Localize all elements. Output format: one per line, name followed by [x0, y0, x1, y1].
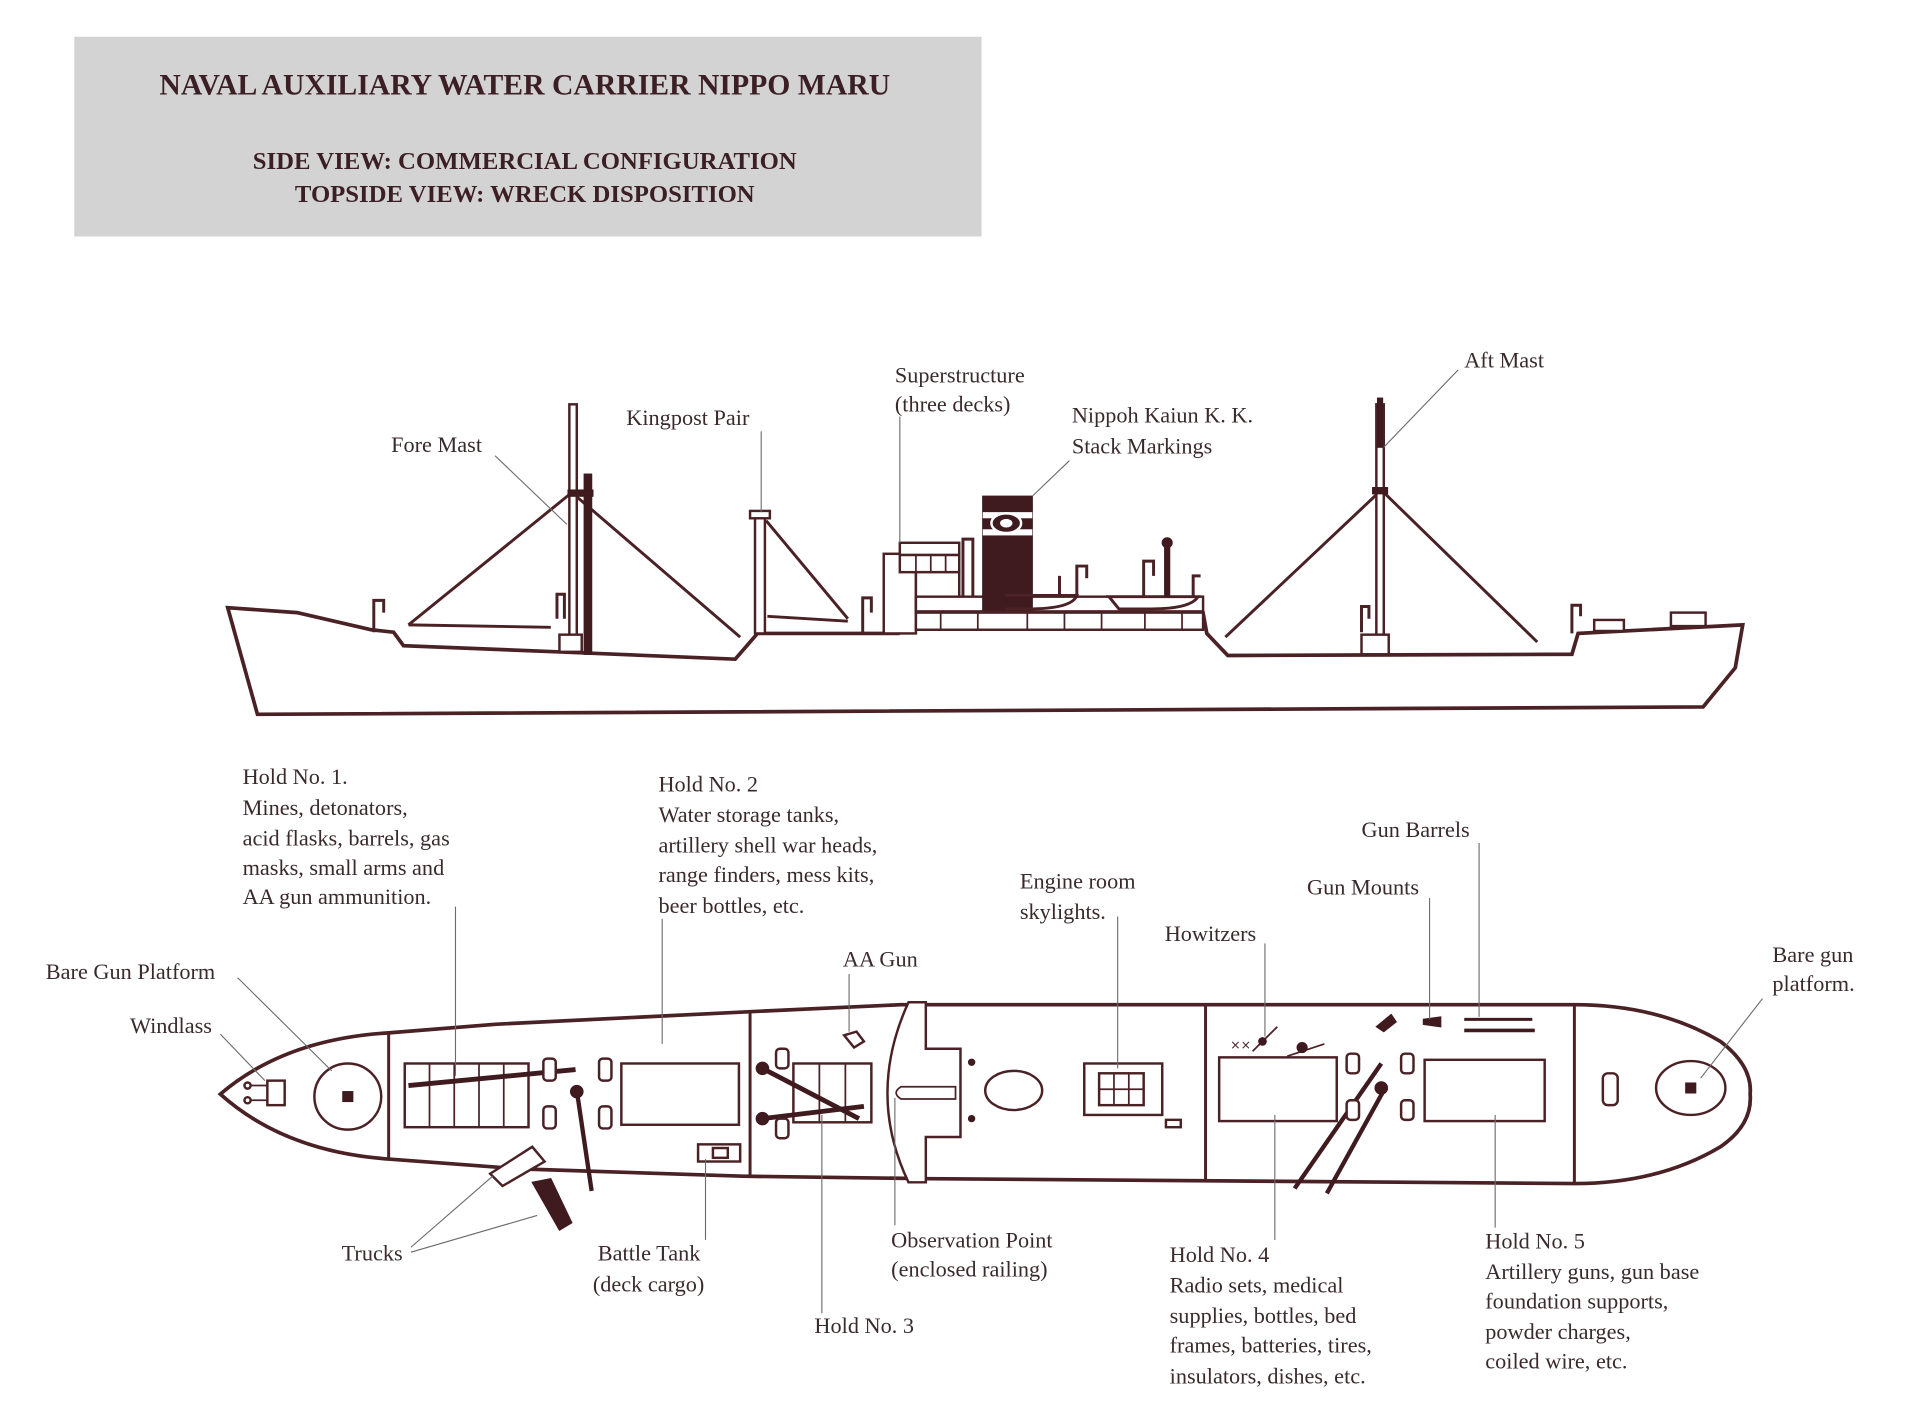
leader-windlass — [219, 1033, 266, 1082]
header-box: NAVAL AUXILIARY WATER CARRIER NIPPO MARU… — [74, 36, 982, 237]
howitzers: ×× — [1230, 1026, 1325, 1057]
leader-fore-platform — [237, 977, 333, 1072]
label-hold-5: Hold No. 5 Artillery guns, gun base foun… — [1485, 1229, 1699, 1374]
leader-truck-1 — [410, 1175, 493, 1248]
svg-text:××: ×× — [1230, 1038, 1251, 1052]
label-battle-tank: Battle Tank — [598, 1241, 701, 1266]
leader-aft-mast — [1383, 369, 1459, 448]
leader-truck-2 — [410, 1214, 538, 1253]
label-battle-tank-note: (deck cargo) — [593, 1271, 704, 1296]
aft-deck-fittings — [1570, 603, 1707, 634]
label-bare-gun-aft: Bare gun — [1772, 942, 1853, 967]
hold-5-title: Hold No. 5 — [1485, 1229, 1585, 1254]
hold-4-line: insulators, dishes, etc. — [1170, 1363, 1366, 1388]
hold-1-line: acid flasks, barrels, gas — [243, 826, 450, 851]
label-gun-barrels: Gun Barrels — [1361, 817, 1469, 842]
funnel-with-stack-markings — [982, 495, 1033, 611]
bridge-observation-point — [886, 1001, 1044, 1184]
label-hold-1: Hold No. 1. Mines, detonators, acid flas… — [243, 764, 450, 909]
leader-stack-markings — [1031, 460, 1070, 497]
label-aa-gun: AA Gun — [843, 947, 918, 972]
fore-ventilator — [372, 598, 386, 633]
label-superstructure: Superstructure — [895, 362, 1025, 387]
subtitle-side-view: SIDE VIEW: COMMERCIAL CONFIGURATION — [253, 148, 797, 175]
hold-2-hatch — [620, 1062, 741, 1126]
label-fore-mast: Fore Mast — [391, 432, 483, 457]
hold-1-line: Mines, detonators, — [243, 795, 408, 820]
hold-4-title: Hold No. 4 — [1170, 1242, 1270, 1267]
hold-2-line: artillery shell war heads, — [658, 833, 877, 858]
label-observation-point: Observation Point — [891, 1227, 1053, 1252]
trucks — [488, 1145, 573, 1231]
superstructure — [882, 537, 1205, 635]
label-superstructure-note: (three decks) — [895, 392, 1011, 417]
subtitle-topside-view: TOPSIDE VIEW: WRECK DISPOSITION — [295, 181, 755, 208]
hold-5-line: powder charges, — [1485, 1319, 1631, 1344]
fore-bare-gun-platform — [313, 1062, 383, 1131]
winches-hold-1 — [542, 1057, 613, 1130]
gun-mounts — [1375, 1013, 1442, 1033]
label-hold-2: Hold No. 2 Water storage tanks, artiller… — [658, 772, 877, 918]
hold-4-line: frames, batteries, tires, — [1170, 1333, 1372, 1358]
topside-view: ×× — [46, 764, 1855, 1388]
hold-2-title: Hold No. 2 — [658, 772, 758, 797]
aft-bare-gun-platform — [1601, 1059, 1727, 1117]
gun-barrels — [1464, 1017, 1535, 1033]
hold-5-line: coiled wire, etc. — [1485, 1349, 1627, 1374]
hold-4-line: Radio sets, medical — [1170, 1273, 1344, 1298]
leader-fore-mast — [494, 455, 568, 525]
label-howitzers: Howitzers — [1165, 921, 1257, 946]
kingpost-rigging — [765, 519, 849, 623]
hold-2-line: beer bottles, etc. — [658, 893, 804, 918]
engine-room-skylights — [1083, 1062, 1183, 1129]
label-hold-3: Hold No. 3 — [814, 1313, 914, 1338]
header-background — [74, 36, 982, 237]
fore-mast — [555, 403, 594, 655]
aa-gun — [842, 1030, 866, 1050]
windlass — [243, 1079, 286, 1107]
battle-tank — [696, 1143, 742, 1163]
hold-5-hatch — [1423, 1058, 1546, 1123]
label-stack-company: Nippoh Kaiun K. K. — [1072, 403, 1253, 428]
leader-aft-platform — [1700, 998, 1763, 1079]
hold-3-hatch — [755, 1047, 873, 1140]
label-hold-4: Hold No. 4 Radio sets, medical supplies,… — [1170, 1242, 1372, 1388]
label-engine-room: Engine room — [1020, 868, 1136, 893]
hold-1-line: AA gun ammunition. — [243, 884, 432, 909]
hold-4-line: supplies, bottles, bed — [1170, 1303, 1357, 1328]
diagram-title: NAVAL AUXILIARY WATER CARRIER NIPPO MARU — [159, 69, 890, 101]
label-observation-point-note: (enclosed railing) — [891, 1257, 1047, 1282]
label-kingpost-pair: Kingpost Pair — [626, 405, 750, 430]
kingpost — [748, 509, 873, 635]
label-windlass: Windlass — [130, 1013, 212, 1038]
hold-5-line: Artillery guns, gun base — [1485, 1259, 1699, 1284]
hold-1-title: Hold No. 1. — [243, 764, 348, 789]
label-stack-markings: Stack Markings — [1072, 433, 1212, 458]
aft-mast — [1360, 397, 1390, 656]
side-view: Fore Mast Kingpost Pair Superstructure (… — [225, 348, 1745, 717]
label-bare-gun-platform-fore: Bare Gun Platform — [46, 959, 215, 984]
lifeboats — [1005, 537, 1201, 611]
label-aft-mast: Aft Mast — [1464, 348, 1545, 373]
hold-4-area — [1217, 1052, 1415, 1195]
hold-2-line: range finders, mess kits, — [658, 862, 874, 887]
label-trucks: Trucks — [342, 1241, 403, 1266]
label-engine-room-skylights: skylights. — [1020, 899, 1106, 924]
label-gun-mounts: Gun Mounts — [1307, 875, 1419, 900]
hold-1-line: masks, small arms and — [243, 855, 445, 880]
hold-5-line: foundation supports, — [1485, 1289, 1668, 1314]
hold-2-line: Water storage tanks, — [658, 802, 839, 827]
label-bare-gun-aft-platform: platform. — [1772, 971, 1854, 996]
